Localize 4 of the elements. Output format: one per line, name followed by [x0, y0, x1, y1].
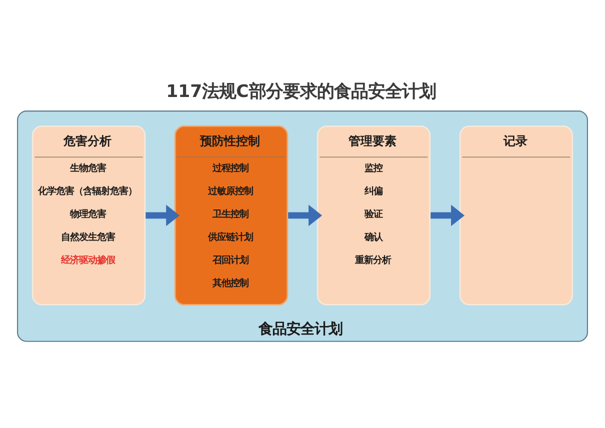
- arrow: [288, 204, 322, 226]
- arrow: [146, 204, 180, 226]
- arrow: [430, 204, 465, 226]
- diagram-title: 117法规C部分要求的食品安全计划: [166, 82, 436, 102]
